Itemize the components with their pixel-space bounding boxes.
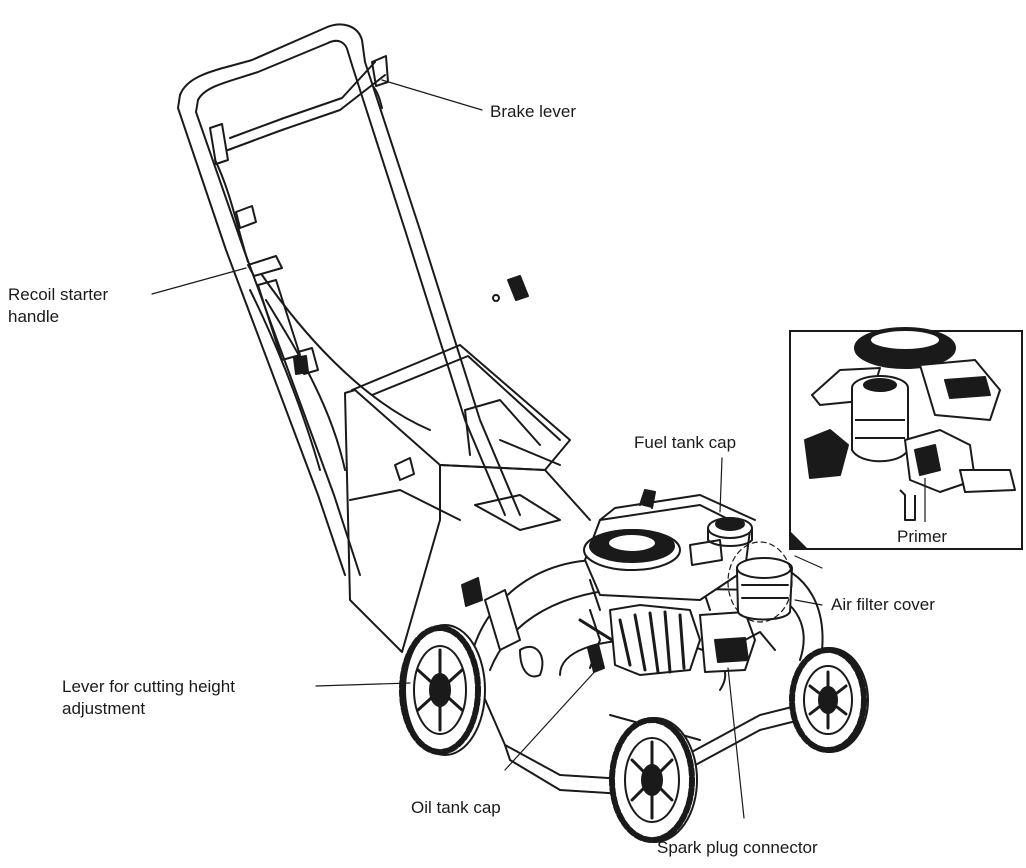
height-adjust-lever — [461, 577, 544, 678]
leader-lines — [151, 79, 823, 819]
label-height-lever-line2: adjustment — [62, 699, 146, 718]
primer-inset — [789, 327, 1023, 550]
wheel-rear-left — [399, 624, 486, 756]
leader-spark-plug — [727, 667, 745, 819]
leader-oil-tank-cap — [504, 667, 599, 771]
leader-recoil-starter — [151, 267, 247, 295]
leader-fuel-tank-cap — [719, 457, 723, 513]
label-recoil-starter-line2: handle — [8, 307, 60, 326]
label-oil-tank-cap: Oil tank cap — [411, 798, 501, 817]
leader-air-filter — [794, 599, 823, 606]
leader-air-filter-inset — [794, 555, 823, 569]
air-filter-part — [736, 557, 793, 621]
label-brake-lever: Brake lever — [490, 102, 576, 121]
wheel-rear-right — [789, 647, 869, 753]
leader-brake-lever — [381, 79, 483, 111]
oil-tank-cap-part — [587, 643, 605, 673]
label-primer: Primer — [897, 527, 948, 546]
grass-bag — [344, 344, 591, 653]
fuel-tank-cap-part — [707, 517, 753, 547]
label-fuel-tank-cap: Fuel tank cap — [634, 433, 737, 452]
label-height-lever-line1: Lever for cutting height — [62, 677, 235, 696]
wheel-front — [609, 717, 698, 843]
label-recoil-starter-line1: Recoil starter — [8, 285, 109, 304]
air-filter-highlight-circle — [727, 541, 793, 623]
handle — [177, 23, 529, 576]
leader-height-lever — [315, 682, 411, 687]
label-spark-plug-connector: Spark plug connector — [657, 838, 818, 857]
label-air-filter-cover: Air filter cover — [831, 595, 935, 614]
